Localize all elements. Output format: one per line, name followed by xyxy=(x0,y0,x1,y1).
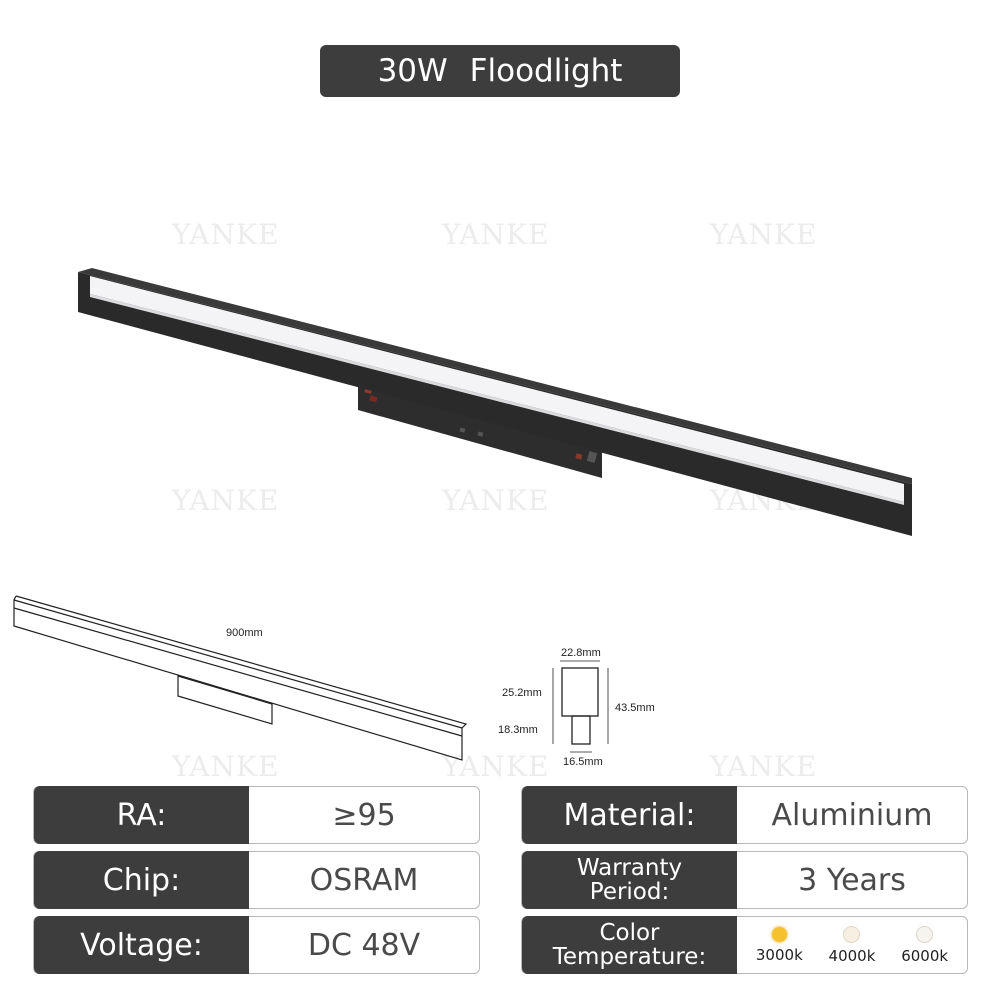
color-temp-option-label: 4000k xyxy=(828,946,876,965)
width-label: 22.8mm xyxy=(561,647,601,659)
color-dot-icon xyxy=(771,926,787,942)
spec-ra-label: RA: xyxy=(34,786,249,844)
spec-color-temperature-label: Color Temperature: xyxy=(522,916,737,974)
spec-material-value: Aluminium xyxy=(771,797,933,833)
body-height-label: 25.2mm xyxy=(502,687,542,699)
spec-warranty-label-line1: Warranty xyxy=(576,855,683,881)
watermark-logo: YANKE xyxy=(710,750,818,783)
watermark-logo: YANKE xyxy=(442,218,550,251)
watermark-logo: YANKE xyxy=(172,484,280,517)
color-dot-icon xyxy=(916,925,934,943)
spec-voltage-value: DC 48V xyxy=(307,927,421,963)
watermark-logo: YANKE xyxy=(710,218,818,251)
spec-voltage-label: Voltage: xyxy=(34,916,249,974)
color-dot-icon xyxy=(843,925,861,943)
watermark-logo: YANKE xyxy=(442,484,550,517)
spec-ra-value: ≥95 xyxy=(332,797,396,833)
title-badge: 30W Floodlight xyxy=(320,45,680,97)
watermark-logo: YANKE xyxy=(172,750,280,783)
spec-color-temperature-label-line2: Temperature: xyxy=(552,944,707,970)
spec-warranty-label: Warranty Period: xyxy=(522,851,737,909)
spec-color-temperature-label-line1: Color xyxy=(599,920,660,946)
spec-voltage: Voltage: DC 48V xyxy=(33,916,480,974)
total-height-label: 43.5mm xyxy=(615,702,655,714)
spec-material-label: Material: xyxy=(522,786,737,844)
spec-material: Material: Aluminium xyxy=(521,786,968,844)
color-temperature-options: 3000k 4000k 6000k xyxy=(737,925,967,965)
dimension-line-drawing xyxy=(13,595,468,761)
spec-color-temperature: Color Temperature: 3000k 4000k 6000k xyxy=(521,916,968,974)
spec-ra: RA: ≥95 xyxy=(33,786,480,844)
base-height-label: 18.3mm xyxy=(498,724,538,736)
spec-chip-label: Chip: xyxy=(34,851,249,909)
spec-chip: Chip: OSRAM xyxy=(33,851,480,909)
color-temp-option-3000k: 3000k xyxy=(755,926,803,964)
cross-section-profile xyxy=(552,660,609,753)
spec-chip-value: OSRAM xyxy=(309,862,419,898)
spec-warranty-label-line2: Period: xyxy=(589,879,670,905)
color-temp-option-label: 3000k xyxy=(755,945,803,964)
color-temp-option-6000k: 6000k xyxy=(901,925,949,965)
color-temp-option-label: 6000k xyxy=(901,946,949,965)
linear-light-bar xyxy=(78,268,912,536)
base-width-label: 16.5mm xyxy=(563,756,603,768)
spec-warranty: Warranty Period: 3 Years xyxy=(521,851,968,909)
title-product-name: Floodlight xyxy=(469,53,623,89)
color-temp-option-4000k: 4000k xyxy=(828,925,876,965)
watermark-logo: YANKE xyxy=(442,750,550,783)
title-wattage: 30W xyxy=(377,53,448,89)
spec-warranty-value: 3 Years xyxy=(798,862,906,898)
watermark-logo: YANKE xyxy=(172,218,280,251)
length-label: 900mm xyxy=(226,627,263,639)
